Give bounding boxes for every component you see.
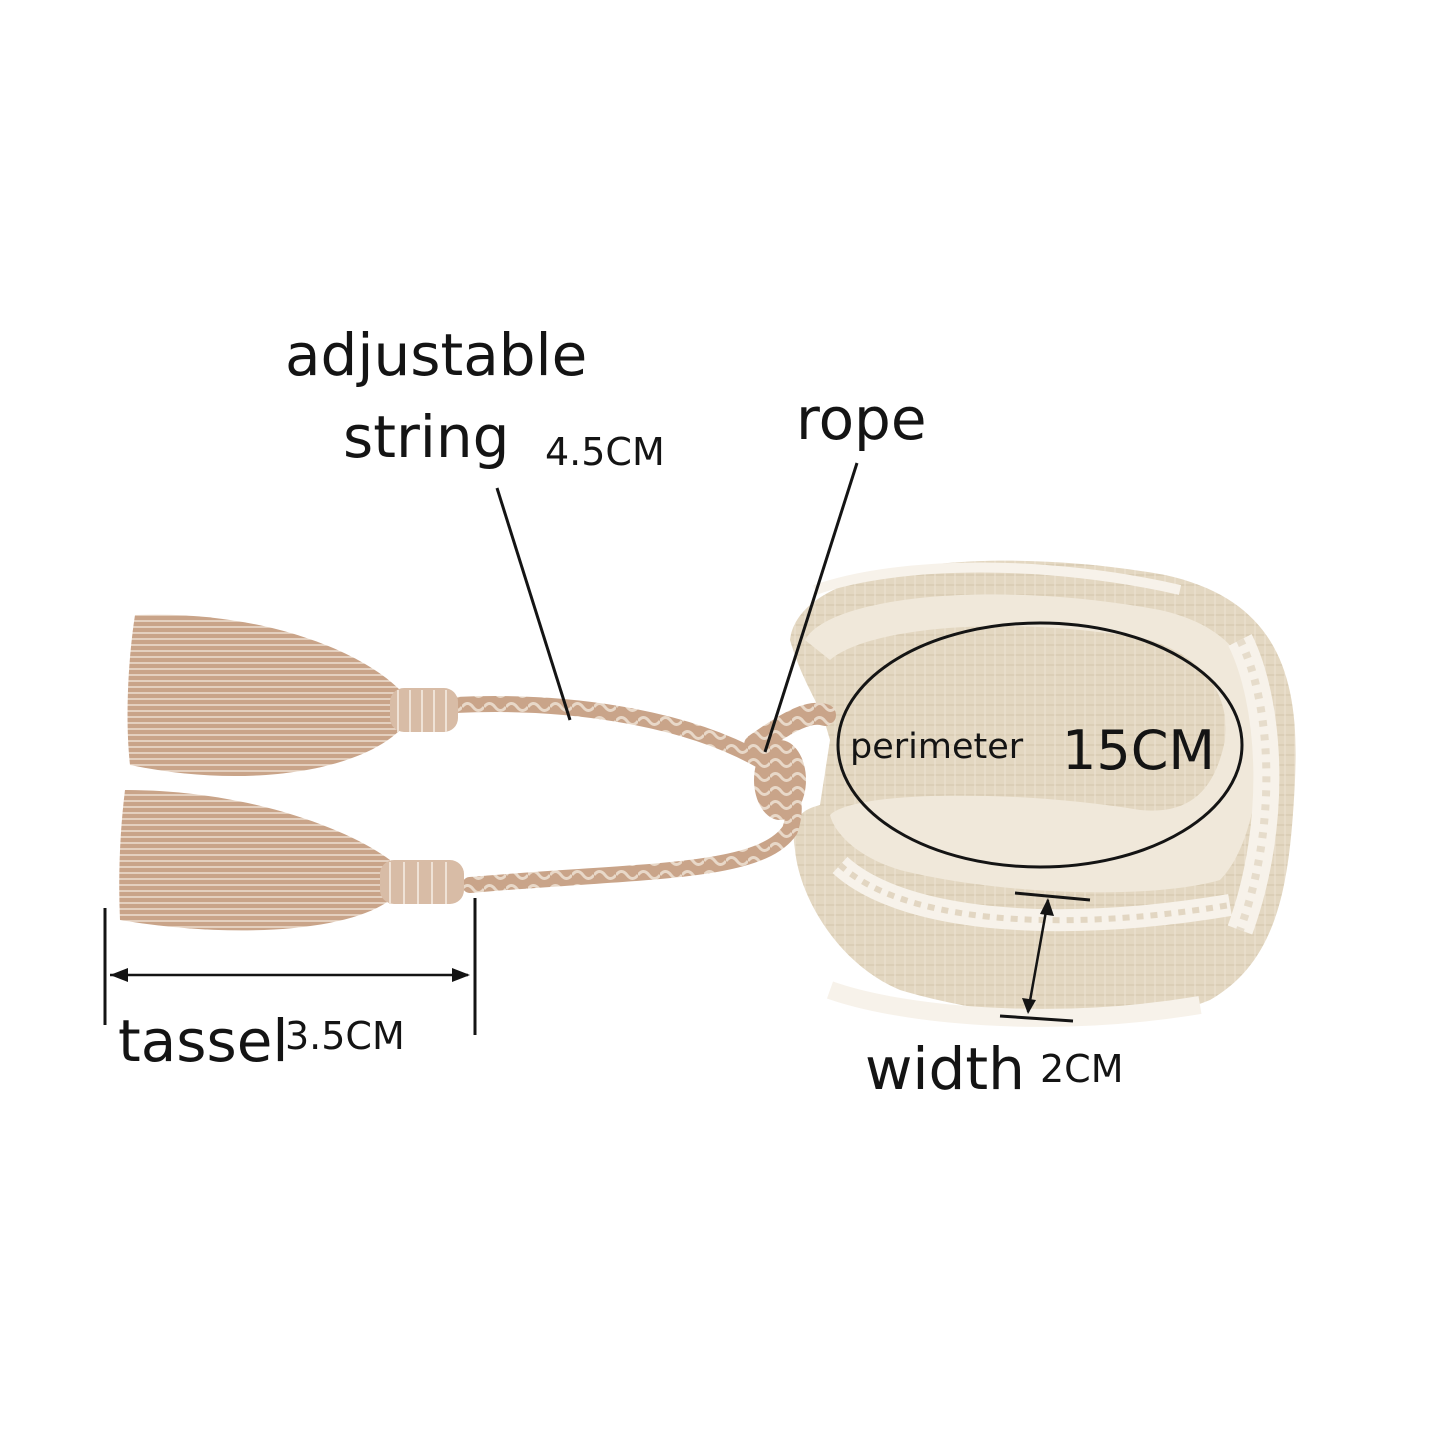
annotation-lines bbox=[103, 462, 1244, 1035]
label-tassel-size: 3.5CM bbox=[285, 1014, 405, 1058]
label-width: width bbox=[865, 1035, 1025, 1103]
arrowheads bbox=[110, 898, 1054, 1014]
label-tassel: tassel bbox=[118, 1007, 289, 1075]
label-width-size: 2CM bbox=[1040, 1047, 1124, 1091]
tassel-arrow-left bbox=[110, 968, 128, 982]
braided-string bbox=[447, 696, 836, 893]
bracelet-band bbox=[790, 560, 1296, 1027]
label-perimeter: perimeter bbox=[850, 727, 1024, 767]
label-string-size: 4.5CM bbox=[545, 430, 665, 474]
label-string: string bbox=[343, 403, 510, 471]
tassel-top bbox=[127, 614, 458, 777]
label-adjustable: adjustable bbox=[285, 321, 588, 389]
label-rope: rope bbox=[796, 385, 927, 453]
tassel-arrow-right bbox=[452, 968, 470, 982]
tassel-bottom bbox=[119, 790, 464, 931]
label-perimeter-size: 15CM bbox=[1062, 719, 1216, 782]
width-arrow-top bbox=[1040, 898, 1054, 916]
width-arrow-bottom bbox=[1022, 998, 1036, 1014]
